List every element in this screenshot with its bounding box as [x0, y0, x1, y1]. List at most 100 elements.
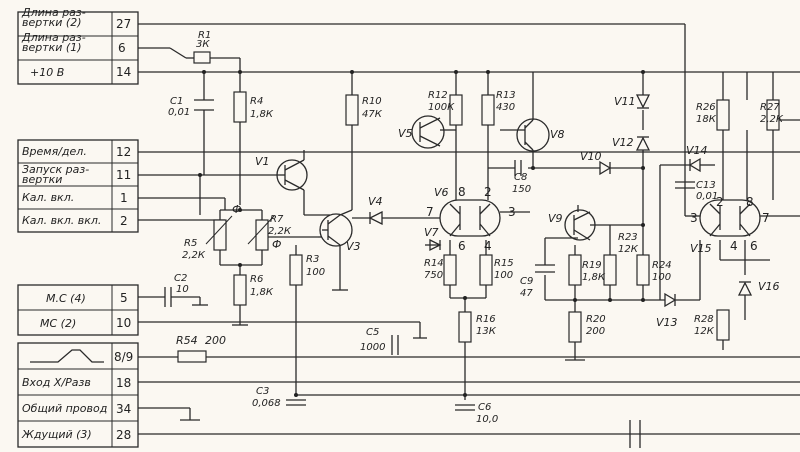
label-v4: V4	[368, 195, 383, 208]
label-r27: R27	[760, 102, 780, 113]
svg-text:1: 1	[120, 191, 128, 205]
connector-label-1: Кал. вкл.	[22, 191, 74, 204]
label-r23: R23	[618, 232, 638, 243]
svg-text:Время/дел.: Время/дел.	[22, 145, 87, 158]
diode-v16	[737, 281, 753, 296]
v6-pin-4: 4	[484, 239, 492, 253]
diode-v4	[368, 210, 383, 226]
connector-label-2: Кал. вкл. вкл.	[22, 214, 101, 227]
svg-text:Ждущий (3): Ждущий (3)	[21, 428, 92, 441]
value-c1: 0,01	[168, 107, 190, 118]
svg-text:Длина раз-вертки (1): Длина раз-вертки (1)	[21, 31, 86, 54]
label-v9: V9	[548, 212, 563, 225]
connector-pin-27: 27	[116, 17, 131, 31]
transistor-v3	[319, 213, 353, 247]
value-r54: 200	[205, 334, 226, 347]
value-c5: 1000	[360, 342, 385, 353]
value-r15: 100	[494, 270, 513, 281]
svg-text:12: 12	[116, 145, 131, 159]
value-c3: 0,068	[252, 398, 281, 409]
resistor-r19	[568, 254, 582, 286]
label-r6: R6	[250, 274, 263, 285]
connector-pin-28: 28	[116, 428, 131, 442]
svg-text:6: 6	[118, 41, 126, 55]
value-r6: 1,8К	[250, 287, 274, 298]
label-r10: R10	[362, 96, 382, 107]
label-r3: R3	[306, 254, 319, 265]
label-c6: C6	[478, 402, 491, 413]
transistor-v5	[411, 115, 445, 149]
label-r19: R19	[582, 260, 602, 271]
value-r13: 430	[496, 102, 515, 113]
v15-pin-2: 2	[716, 195, 724, 209]
junction-dots	[198, 70, 645, 397]
label-v13: V13	[656, 316, 678, 329]
svg-text:Кал. вкл.: Кал. вкл.	[22, 191, 74, 204]
v6-pin-3: 3	[508, 205, 516, 219]
label-r13: R13	[496, 90, 516, 101]
label-r7: R7	[270, 214, 284, 225]
phi-label-b: Ф	[272, 238, 281, 251]
v15-pin-8: 8	[746, 195, 754, 209]
value-c2: 10	[176, 284, 189, 295]
label-v5: V5	[398, 127, 413, 140]
capacitors	[164, 99, 695, 355]
svg-text:+10 В: +10 В	[30, 66, 64, 79]
phi-label-a: Ф	[232, 203, 241, 216]
diode-v14	[688, 157, 701, 173]
connector-label-11: Запуск раз-вертки	[22, 163, 89, 186]
value-r5: 2,2К	[182, 250, 206, 261]
resistor-r3	[289, 254, 303, 286]
resistor-r14	[443, 254, 457, 286]
label-c8: C8	[514, 172, 527, 183]
svg-text:27: 27	[116, 17, 131, 31]
transistor-pin-numbers: 8 2 7 3 6 4 2 8 3 7 4 6	[426, 185, 770, 253]
connector-pin-2: 2	[120, 214, 128, 228]
connector-label-5: М.С (4)	[46, 292, 86, 305]
value-c13: 0,01	[696, 191, 718, 202]
v15-pin-6: 6	[750, 239, 758, 253]
diode-v13	[664, 292, 677, 308]
value-r28: 12К	[694, 326, 715, 337]
label-r4: R4	[250, 96, 263, 107]
transistor-v8	[516, 118, 550, 152]
transistor-v6	[439, 199, 501, 237]
svg-text:34: 34	[116, 402, 131, 416]
value-r10: 47К	[362, 109, 383, 120]
resistor-r20	[568, 311, 582, 343]
svg-text:2: 2	[120, 214, 128, 228]
resistors	[177, 51, 780, 363]
connector-label-6: Длина раз-вертки (1)	[21, 31, 86, 54]
svg-text:11: 11	[116, 168, 131, 182]
value-r12: 100К	[428, 102, 455, 113]
v6-pin-6: 6	[458, 239, 466, 253]
resistor-r1	[193, 51, 211, 64]
v6-pin-7: 7	[426, 205, 434, 219]
connector-pin-8-9: 8/9	[114, 350, 133, 364]
svg-text:Длина раз-вертки (2): Длина раз-вертки (2)	[21, 6, 86, 29]
diode-v11	[635, 94, 651, 109]
value-r20: 200	[586, 326, 605, 337]
resistor-r23	[603, 254, 617, 286]
label-c1: C1	[170, 96, 183, 107]
label-c9: C9	[520, 276, 533, 287]
ground-symbols	[192, 289, 585, 361]
label-r26: R26	[696, 102, 716, 113]
diode-v7	[429, 238, 442, 252]
svg-text:14: 14	[116, 65, 131, 79]
value-c8: 150	[512, 184, 531, 195]
svg-text:МС (2): МС (2)	[40, 317, 76, 330]
resistor-r28	[716, 309, 730, 341]
label-r1: R1	[198, 30, 211, 41]
connector-pin-6: 6	[118, 41, 126, 55]
connector-label-12: Время/дел.	[22, 145, 87, 158]
label-r12: R12	[428, 90, 448, 101]
transistor-v15	[699, 199, 761, 237]
label-v6: V6	[434, 186, 449, 199]
svg-text:18: 18	[116, 376, 131, 390]
svg-text:Кал. вкл. вкл.: Кал. вкл. вкл.	[22, 214, 101, 227]
label-r16: R16	[476, 314, 496, 325]
sweep-waveform-icon	[30, 349, 104, 363]
svg-text:10: 10	[116, 316, 131, 330]
